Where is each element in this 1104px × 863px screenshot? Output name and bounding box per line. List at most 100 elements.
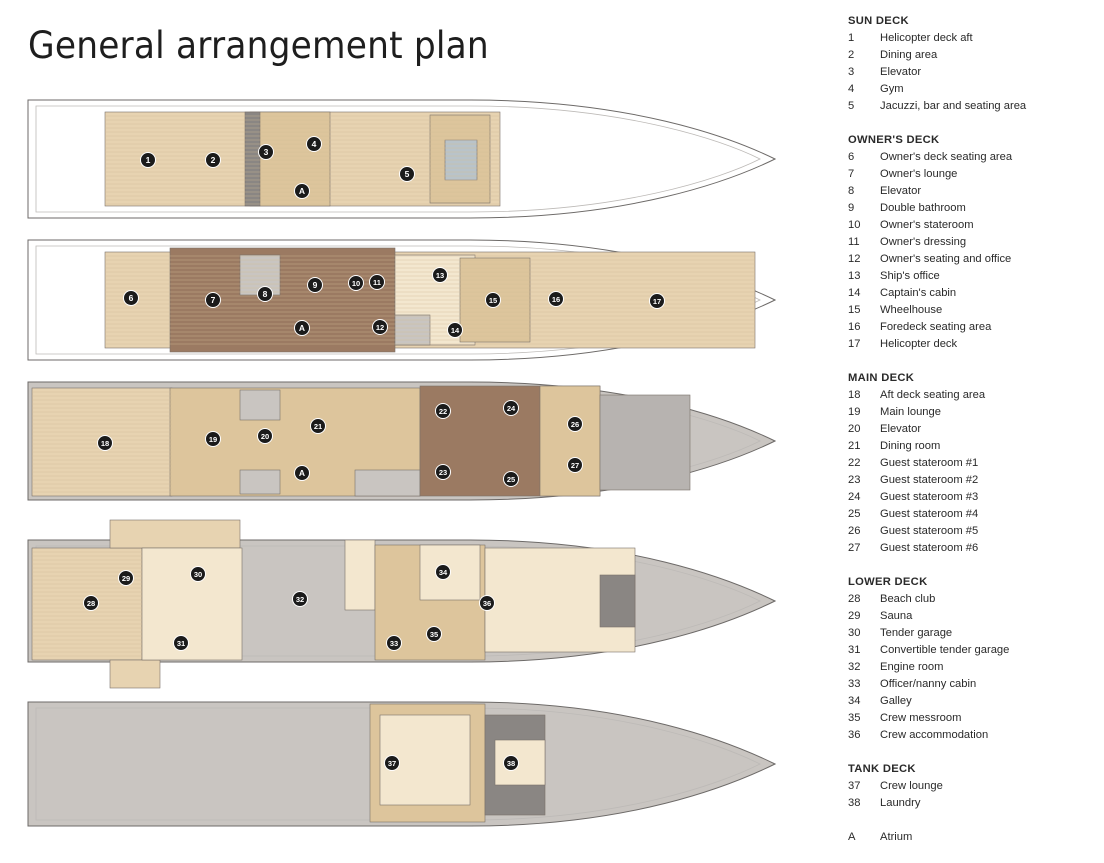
room-marker[interactable]: A	[294, 465, 310, 481]
room-marker[interactable]: 36	[479, 595, 495, 611]
room-marker[interactable]: 33	[386, 635, 402, 651]
marker-label: 38	[507, 759, 515, 768]
room-area	[109, 519, 241, 549]
marker-circle	[567, 416, 583, 432]
marker-label: 32	[296, 595, 304, 604]
marker-circle	[97, 435, 113, 451]
legend-item-label: Wheelhouse	[880, 304, 943, 316]
room-marker[interactable]: 6	[123, 290, 139, 306]
room-marker[interactable]: 22	[435, 403, 451, 419]
room-marker[interactable]: 18	[97, 435, 113, 451]
room-marker[interactable]: 9	[307, 277, 323, 293]
room-marker[interactable]: 31	[173, 635, 189, 651]
legend-section-title: OWNER'S DECK	[848, 134, 940, 146]
legend-item-label: Elevator	[880, 66, 922, 78]
marker-circle	[310, 418, 326, 434]
room-area	[109, 659, 161, 689]
legend-item-label: Beach club	[880, 593, 936, 605]
legend-item-label: Elevator	[880, 423, 922, 435]
legend-item-label: Dining room	[880, 440, 941, 452]
room-marker[interactable]: 8	[257, 286, 273, 302]
marker-label: 31	[177, 639, 185, 648]
legend-section-title: TANK DECK	[848, 763, 916, 775]
room-marker[interactable]: 14	[447, 322, 463, 338]
marker-label: 28	[87, 599, 95, 608]
legend-item-number: 22	[848, 457, 861, 469]
room-marker[interactable]: 4	[306, 136, 322, 152]
legend-item-number: 30	[848, 627, 861, 639]
room-marker[interactable]: 28	[83, 595, 99, 611]
marker-circle	[386, 635, 402, 651]
legend-item-number: 26	[848, 525, 861, 537]
marker-label: 5	[405, 169, 410, 179]
room-marker[interactable]: 11	[369, 274, 385, 290]
room-marker[interactable]: A	[294, 320, 310, 336]
marker-label: 6	[129, 293, 134, 303]
marker-circle	[503, 755, 519, 771]
marker-label: 8	[263, 289, 268, 299]
room-marker[interactable]: 1	[140, 152, 156, 168]
room-marker[interactable]: 34	[435, 564, 451, 580]
room-marker[interactable]: 15	[485, 292, 501, 308]
room-area	[239, 389, 281, 421]
room-area	[599, 394, 691, 491]
room-marker[interactable]: 38	[503, 755, 519, 771]
room-area	[344, 539, 376, 611]
room-marker[interactable]: 32	[292, 591, 308, 607]
room-marker[interactable]: 23	[435, 464, 451, 480]
legend-item-label: Guest stateroom #2	[880, 474, 979, 486]
legend-item-label: Main lounge	[880, 406, 941, 418]
room-marker[interactable]: 19	[205, 431, 221, 447]
deck-5: 37 38	[27, 701, 777, 827]
room-marker[interactable]: 26	[567, 416, 583, 432]
legend-item-label: Owner's stateroom	[880, 219, 974, 231]
legend-section-title: SUN DECK	[848, 15, 909, 27]
room-marker[interactable]: 5	[399, 166, 415, 182]
room-marker[interactable]: 29	[118, 570, 134, 586]
marker-circle	[257, 286, 273, 302]
legend-item-label: Owner's dressing	[880, 236, 967, 248]
legend-item-label: Laundry	[880, 797, 921, 809]
marker-label: 21	[314, 422, 322, 431]
room-marker[interactable]: 7	[205, 292, 221, 308]
marker-label: 34	[439, 568, 448, 577]
marker-label: A	[299, 468, 305, 478]
room-marker[interactable]: 24	[503, 400, 519, 416]
legend-item-number: 32	[848, 661, 861, 673]
marker-circle	[503, 400, 519, 416]
room-marker[interactable]: 17	[649, 293, 665, 309]
room-marker[interactable]: 12	[372, 319, 388, 335]
room-marker[interactable]: 2	[205, 152, 221, 168]
marker-circle	[399, 166, 415, 182]
marker-label: 24	[507, 404, 516, 413]
marker-label: 10	[352, 279, 360, 288]
room-marker[interactable]: 3	[258, 144, 274, 160]
legend-section-title: MAIN DECK	[848, 372, 915, 384]
room-marker[interactable]: 30	[190, 566, 206, 582]
room-marker[interactable]: A	[294, 183, 310, 199]
room-marker[interactable]: 35	[426, 626, 442, 642]
room-marker[interactable]: 21	[310, 418, 326, 434]
marker-circle	[548, 291, 564, 307]
legend-item-number: 7	[848, 168, 855, 180]
room-marker[interactable]: 25	[503, 471, 519, 487]
room-marker[interactable]: 27	[567, 457, 583, 473]
room-marker[interactable]: 16	[548, 291, 564, 307]
marker-circle	[118, 570, 134, 586]
room-marker[interactable]: 20	[257, 428, 273, 444]
room-marker[interactable]: 37	[384, 755, 400, 771]
room-marker[interactable]: 13	[432, 267, 448, 283]
room-marker[interactable]: 10	[348, 275, 364, 291]
marker-circle	[384, 755, 400, 771]
